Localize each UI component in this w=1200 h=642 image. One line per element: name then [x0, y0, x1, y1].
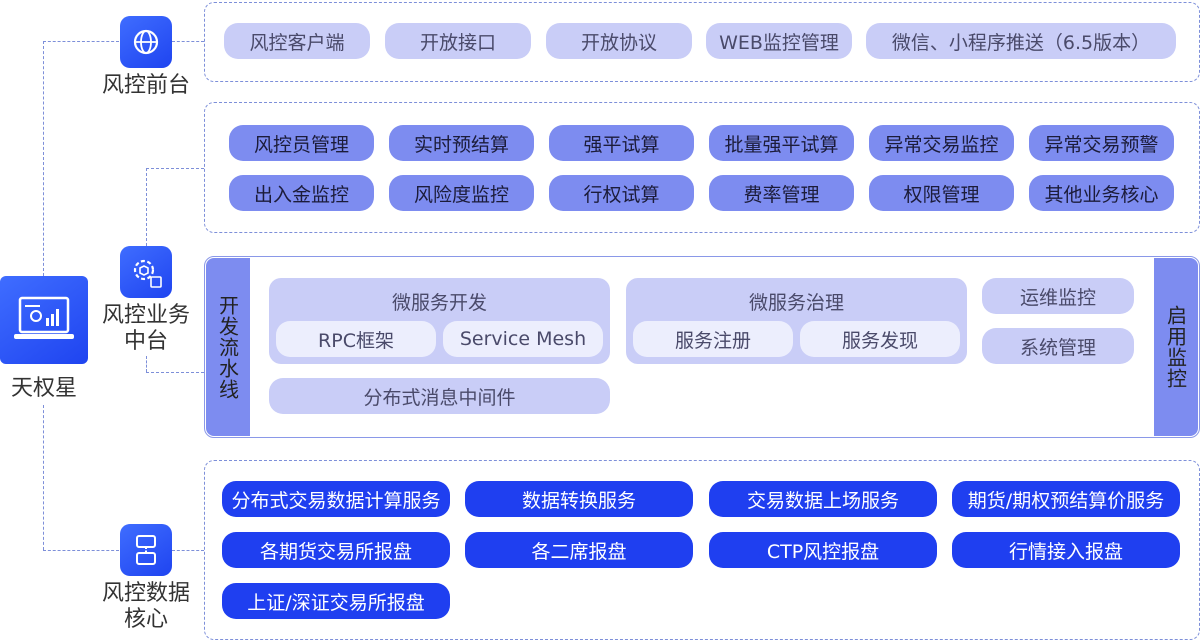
- micro-gov-title: 微服务治理: [748, 292, 844, 314]
- business-item: 出入金监控: [229, 175, 374, 211]
- business-item: 费率管理: [709, 175, 854, 211]
- front-layer-label: 风控前台: [101, 73, 190, 98]
- business-item: 异常交易预警: [1029, 125, 1174, 161]
- pipeline-bar: 开发流水线: [206, 258, 250, 436]
- data-item: 期货/期权预结算价服务: [952, 481, 1180, 517]
- business-item: 实时预结算: [389, 125, 534, 161]
- data-item: 各期货交易所报盘: [222, 532, 450, 568]
- business-item: 批量强平试算: [709, 125, 854, 161]
- micro-dev-item: RPC框架: [276, 321, 436, 357]
- connector-middle-branch-low: [146, 356, 147, 372]
- data-item: 各二席报盘: [465, 532, 693, 568]
- connector-data-panel: [172, 550, 204, 551]
- micro-gov-item: 服务发现: [800, 321, 960, 357]
- business-item: 风险度监控: [389, 175, 534, 211]
- data-item: 交易数据上场服务: [709, 481, 937, 517]
- data-item: CTP风控报盘: [709, 532, 937, 568]
- front-item: WEB监控管理: [706, 23, 852, 59]
- server-icon: [120, 524, 172, 576]
- connector-middle-bottom: [146, 372, 204, 373]
- data-item: 行情接入报盘: [952, 532, 1180, 568]
- ops-item: 运维监控: [982, 278, 1134, 314]
- data-item: 上证/深证交易所报盘: [222, 583, 450, 619]
- data-layer-label-line1: 风控数据: [101, 581, 190, 606]
- business-item: 行权试算: [549, 175, 694, 211]
- middle-layer-label-line2: 中台: [123, 329, 168, 354]
- front-item: 风控客户端: [224, 23, 370, 59]
- monitor-bar-label: 启用监控: [1163, 305, 1188, 389]
- connector-data: [43, 550, 119, 551]
- pipeline-bar-label: 开发流水线: [215, 294, 240, 400]
- business-panel: [204, 102, 1200, 233]
- micro-dev-item: Service Mesh: [443, 321, 603, 357]
- business-item: 强平试算: [549, 125, 694, 161]
- connector-front-panel: [172, 41, 204, 42]
- micro-dev-title: 微服务开发: [391, 292, 487, 314]
- mq-item: 分布式消息中间件: [269, 378, 610, 414]
- connector-middle-top: [146, 168, 204, 169]
- data-layer-label-line2: 核心: [123, 607, 168, 632]
- micro-gov-item: 服务注册: [633, 321, 793, 357]
- business-item: 风控员管理: [229, 125, 374, 161]
- monitor-bar: 启用监控: [1154, 258, 1198, 436]
- laptop-dashboard-icon: [0, 276, 88, 364]
- middle-layer-label-line1: 风控业务: [101, 303, 190, 328]
- root-label: 天权星: [10, 376, 77, 401]
- connector-middle-branch: [146, 168, 147, 246]
- data-item: 分布式交易数据计算服务: [222, 481, 450, 517]
- business-item: 权限管理: [869, 175, 1014, 211]
- front-item: 微信、小程序推送（6.5版本）: [866, 23, 1176, 59]
- data-layer-label: 风控数据 核心: [92, 581, 200, 633]
- connector-trunk: [43, 41, 44, 276]
- data-item: 数据转换服务: [465, 481, 693, 517]
- front-item: 开放接口: [385, 23, 531, 59]
- connector-front: [43, 41, 119, 42]
- middle-layer-label: 风控业务 中台: [92, 303, 200, 355]
- connector-trunk-lower: [43, 405, 44, 550]
- globe-icon: [120, 16, 172, 68]
- gear-cube-icon: [120, 246, 172, 298]
- ops-item: 系统管理: [982, 328, 1134, 364]
- business-item: 其他业务核心: [1029, 175, 1174, 211]
- business-item: 异常交易监控: [869, 125, 1014, 161]
- front-item: 开放协议: [546, 23, 692, 59]
